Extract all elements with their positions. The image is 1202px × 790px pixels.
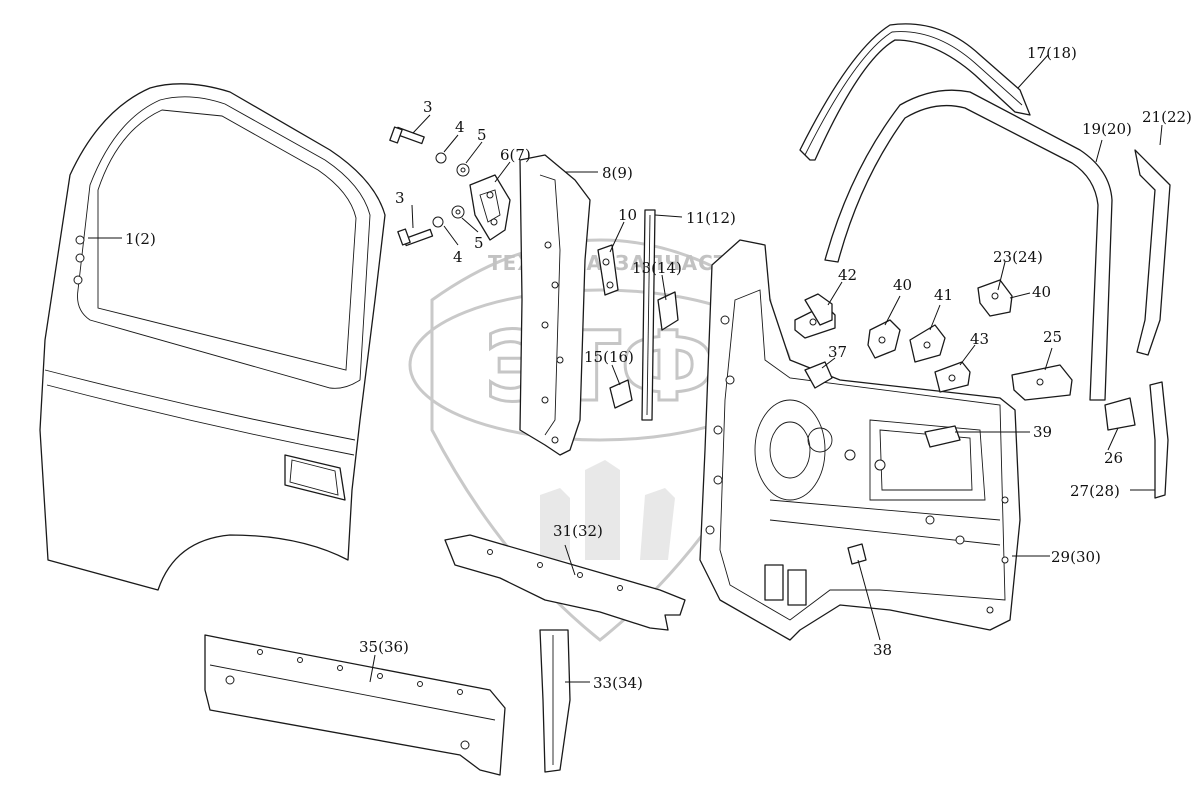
- callout-10: 10: [618, 206, 637, 224]
- callout-43: 43: [970, 330, 989, 348]
- part-hinge-bolts: [389, 126, 511, 247]
- callout-4-bottom: 4: [453, 248, 463, 266]
- callout-19-20: 19(20): [1082, 120, 1132, 138]
- callout-40-right: 40: [1032, 283, 1051, 301]
- part-door-inner-panel: [699, 239, 1021, 641]
- callout-17-18: 17(18): [1027, 44, 1077, 62]
- part-26-cover: [1104, 397, 1136, 431]
- callout-29-30: 29(30): [1051, 548, 1101, 566]
- part-27-pillar-trim: [1149, 381, 1169, 499]
- part-belt-reinforcement: [444, 534, 686, 631]
- callout-3-top: 3: [423, 98, 433, 116]
- leader-lines: [88, 54, 1163, 683]
- callout-26: 26: [1104, 449, 1123, 467]
- callout-33-34: 33(34): [593, 674, 643, 692]
- part-weatherstrip-inner: [824, 89, 1113, 401]
- callout-1-2: 1(2): [125, 230, 156, 248]
- part-40-bracket: [867, 319, 901, 359]
- callout-38: 38: [873, 641, 892, 659]
- part-hinge-pillar: [519, 154, 591, 456]
- callout-5-top: 5: [477, 126, 487, 144]
- part-39-bracket: [924, 425, 961, 448]
- callout-13-14: 13(14): [632, 259, 682, 277]
- part-weatherstrip-rear: [1134, 149, 1171, 356]
- part-lower-beam: [204, 634, 506, 776]
- part-37-bracket: [804, 361, 833, 389]
- callout-31-32: 31(32): [553, 522, 603, 540]
- callout-39: 39: [1033, 423, 1052, 441]
- callout-25: 25: [1043, 328, 1062, 346]
- watermark-logo: ЭТФ: [484, 311, 715, 423]
- callout-37: 37: [828, 343, 847, 361]
- callout-6-7: 6(7): [500, 146, 531, 164]
- part-41-bracket: [909, 324, 946, 363]
- callout-3-bottom: 3: [395, 189, 405, 207]
- part-23-bracket: [977, 279, 1013, 317]
- part-door-outer-panel: [39, 83, 386, 591]
- part-run-channel: [641, 209, 656, 421]
- callout-11-12: 11(12): [686, 209, 736, 227]
- part-weatherstrip-outer: [799, 23, 1031, 161]
- callout-5-bottom: 5: [474, 234, 484, 252]
- callout-23-24: 23(24): [993, 248, 1043, 266]
- part-15-clip: [609, 379, 633, 409]
- part-10-bracket: [597, 244, 619, 296]
- callout-35-36: 35(36): [359, 638, 409, 656]
- callout-labels: 1(2) 3 4 5 6(7) 3 4 5 8(9) 10 11(12) 13(…: [125, 44, 1192, 692]
- callout-27-28: 27(28): [1070, 482, 1120, 500]
- part-13-bracket: [657, 291, 679, 331]
- callout-41: 41: [934, 286, 953, 304]
- callout-40-left: 40: [893, 276, 912, 294]
- callout-4-top: 4: [455, 118, 465, 136]
- callout-15-16: 15(16): [584, 348, 634, 366]
- part-25-bracket: [1011, 364, 1073, 401]
- part-42-bracket: [794, 293, 836, 339]
- callout-8-9: 8(9): [602, 164, 633, 182]
- part-vertical-reinforcement: [539, 629, 571, 773]
- callout-21-22: 21(22): [1142, 108, 1192, 126]
- part-43-bracket: [934, 361, 971, 393]
- callout-42: 42: [838, 266, 857, 284]
